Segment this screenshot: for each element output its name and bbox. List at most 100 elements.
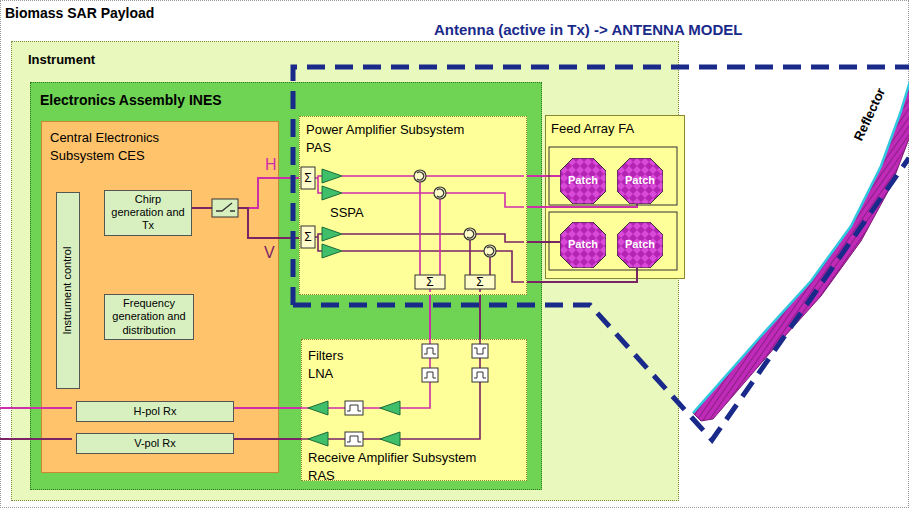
circulator bbox=[434, 187, 446, 199]
circulator bbox=[464, 228, 476, 240]
drawing-part bbox=[617, 158, 663, 204]
antenna-outline bbox=[293, 67, 909, 440]
patch-element: Patch bbox=[560, 222, 606, 268]
lna-amplifier bbox=[308, 401, 400, 446]
subsystem-box: Filters LNA Receive Amplifier Subsystem R… bbox=[301, 339, 527, 481]
circulator bbox=[414, 170, 426, 182]
signal-line bbox=[527, 241, 560, 243]
signal-line bbox=[479, 295, 481, 339]
summing-box bbox=[301, 167, 495, 289]
amplifier-label: SSPA bbox=[330, 205, 364, 220]
box-heading: Central Electronics Subsystem CES bbox=[50, 130, 159, 163]
receiver-box: V-pol Rx bbox=[76, 433, 234, 454]
ras-wiring bbox=[298, 336, 480, 439]
filter-symbol bbox=[345, 432, 363, 446]
feed-panel bbox=[549, 212, 677, 270]
rx-output-wire bbox=[0, 438, 72, 440]
polarisation-label: H bbox=[264, 156, 278, 173]
sspa-amplifier bbox=[322, 169, 342, 183]
signal-line bbox=[234, 438, 301, 440]
polarisation-label: V bbox=[263, 244, 276, 261]
patch-element: Patch bbox=[617, 158, 663, 204]
sspa-amplifier bbox=[322, 186, 342, 200]
sum-symbol: Σ bbox=[476, 276, 483, 288]
feed-panel bbox=[549, 147, 677, 205]
filter-symbol bbox=[422, 368, 438, 382]
ras-wiring bbox=[298, 336, 430, 408]
filter-symbol bbox=[347, 405, 361, 411]
drawing-part bbox=[693, 81, 909, 421]
text-holder: H bbox=[264, 155, 278, 174]
polarisation-switch bbox=[212, 199, 238, 217]
drawing-part bbox=[617, 222, 663, 268]
filter-symbol bbox=[474, 348, 486, 354]
text-holder: Power Amplifier Subsystem PAS bbox=[306, 120, 481, 156]
lna-amplifier bbox=[380, 432, 400, 446]
box-label: V-pol Rx bbox=[134, 437, 176, 450]
patch-element: Patch bbox=[560, 158, 606, 204]
process-box: Frequency generation and distribution bbox=[104, 294, 194, 340]
polarisation-switch bbox=[216, 203, 235, 211]
text-holder: V bbox=[263, 243, 276, 262]
box-label: Frequency generation and distribution bbox=[108, 297, 190, 337]
sspa-amplifier bbox=[322, 169, 342, 258]
text-holder: Central Electronics Subsystem CES bbox=[50, 128, 200, 164]
pas-wiring bbox=[342, 175, 524, 177]
circulator bbox=[437, 189, 444, 197]
text-holder: Reflector bbox=[846, 78, 892, 149]
ras-wiring bbox=[298, 336, 480, 439]
signal-line bbox=[192, 178, 299, 208]
subsystem-box: Central Electronics Subsystem CES Chirp g… bbox=[41, 121, 279, 473]
circulator bbox=[417, 172, 424, 180]
patch-element: Patch bbox=[617, 222, 663, 268]
text-holder: Receive Amplifier Subsystem RAS bbox=[308, 448, 498, 484]
box-heading: Filters LNA bbox=[308, 348, 343, 381]
receiver-box: H-pol Rx bbox=[76, 401, 234, 422]
sum-symbol: Σ bbox=[426, 276, 433, 288]
box-label: Patch bbox=[625, 174, 655, 187]
box-heading: Feed Array FA bbox=[551, 121, 634, 136]
sspa-amplifier bbox=[322, 244, 342, 258]
drawing-part bbox=[560, 158, 606, 204]
text-holder: Antenna (active in Tx) -> ANTENNA MODEL bbox=[434, 21, 874, 39]
rx-output-wire bbox=[0, 407, 72, 409]
filter-symbol bbox=[472, 368, 488, 382]
filter-symbol bbox=[345, 401, 363, 415]
filter-symbol bbox=[424, 348, 436, 354]
antenna-outline bbox=[293, 67, 909, 440]
signal-line bbox=[429, 295, 431, 339]
text-holder: Feed Array FA bbox=[551, 119, 681, 137]
sum-symbol: Σ bbox=[304, 172, 311, 184]
pas-wiring bbox=[342, 234, 524, 242]
pas-wiring bbox=[342, 193, 524, 207]
box-heading: Electronics Assembly INES bbox=[40, 92, 222, 108]
control-box: Instrument control bbox=[56, 192, 80, 389]
antenna-label: Antenna (active in Tx) -> ANTENNA MODEL bbox=[434, 21, 743, 38]
box-label: Patch bbox=[568, 174, 598, 187]
box-label: Chirp generation and Tx bbox=[108, 193, 188, 233]
box-label: H-pol Rx bbox=[134, 405, 177, 418]
signal-line bbox=[192, 208, 299, 238]
filter-symbol bbox=[424, 372, 436, 378]
process-box: Chirp generation and Tx bbox=[104, 190, 192, 236]
pas-wiring bbox=[315, 176, 322, 193]
box-caption: Receive Amplifier Subsystem RAS bbox=[308, 450, 476, 483]
lna-amplifier bbox=[308, 432, 328, 446]
summing-box bbox=[301, 167, 315, 189]
box-heading: Instrument bbox=[28, 52, 95, 67]
box-label: Patch bbox=[568, 238, 598, 251]
drawing-part bbox=[693, 81, 909, 413]
polarisation-switch bbox=[212, 199, 238, 217]
lna-amplifier bbox=[308, 401, 328, 415]
circulator bbox=[467, 230, 474, 238]
summing-box bbox=[301, 226, 315, 248]
circulator bbox=[487, 247, 494, 255]
box-heading: Power Amplifier Subsystem PAS bbox=[306, 122, 464, 155]
rx-output-wire bbox=[0, 408, 72, 439]
text-holder: Instrument bbox=[28, 50, 148, 68]
filter-symbol bbox=[345, 344, 488, 446]
filter-symbol bbox=[422, 344, 438, 358]
